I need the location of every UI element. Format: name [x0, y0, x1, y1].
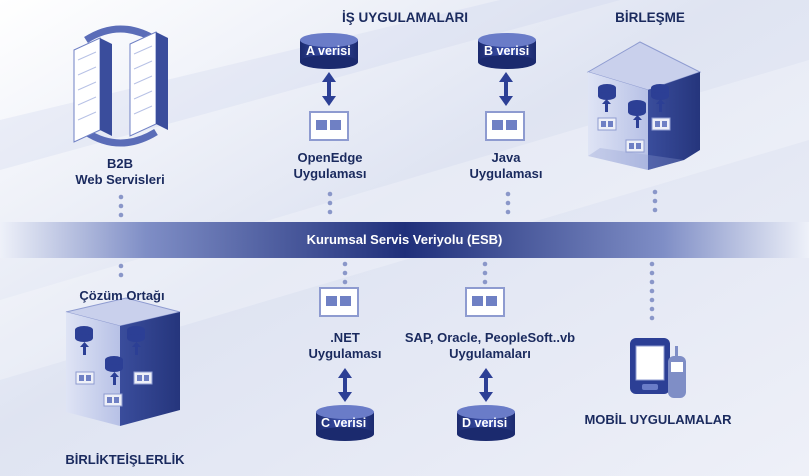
mobile-devices-icon	[630, 338, 686, 398]
dotnet-line1: .NET	[330, 330, 360, 345]
openedge-line1: OpenEdge	[297, 150, 363, 165]
dotnet-line2: Uygulaması	[308, 346, 382, 361]
openedge-app-icon	[309, 111, 349, 141]
java-app-icon	[485, 111, 525, 141]
java-line1: Java	[491, 150, 521, 165]
db-d-label: D verisi	[462, 416, 508, 430]
sap-label: SAP, Oracle, PeopleSoft..vb Uygulamaları	[395, 330, 585, 362]
db-b-label: B verisi	[484, 44, 530, 58]
java-line2: Uygulaması	[469, 166, 543, 181]
b2b-line2: Web Servisleri	[75, 172, 165, 187]
db-d-icon	[457, 405, 515, 441]
double-arrows	[322, 72, 513, 402]
bus-label: Kurumsal Servis Veriyolu (ESB)	[306, 232, 503, 247]
db-c-label: C verisi	[321, 416, 367, 430]
partner-building-icon	[65, 297, 181, 426]
collab-title: BİRLİKTEİŞLERLİK	[65, 452, 185, 467]
mobile-title: MOBİL UYGULAMALAR	[584, 412, 732, 427]
b2b-line1: B2B	[106, 156, 133, 171]
openedge-line2: Uygulaması	[293, 166, 367, 181]
sap-app-icon	[465, 287, 505, 317]
db-c-icon	[316, 405, 374, 441]
connectors	[118, 189, 658, 321]
dotnet-label: .NET Uygulaması	[285, 330, 405, 362]
partner-title: Çözüm Ortağı	[79, 288, 165, 303]
top-title: İŞ UYGULAMALARI	[342, 10, 468, 25]
b2b-towers-icon	[73, 25, 168, 147]
esb-bus	[0, 222, 809, 258]
db-a-label: A verisi	[306, 44, 351, 58]
openedge-label: OpenEdge Uygulaması	[270, 150, 390, 182]
sap-line1: SAP, Oracle, PeopleSoft..vb	[404, 330, 576, 345]
db-b-icon	[478, 33, 536, 69]
db-a-icon	[300, 33, 358, 69]
merge-title: BİRLEŞME	[615, 10, 685, 25]
dotnet-app-icon	[319, 287, 359, 317]
sap-line2: Uygulamaları	[449, 346, 531, 361]
merge-building-icon	[586, 41, 702, 170]
java-label: Java Uygulaması	[446, 150, 566, 182]
b2b-label: B2B Web Servisleri	[60, 156, 180, 188]
